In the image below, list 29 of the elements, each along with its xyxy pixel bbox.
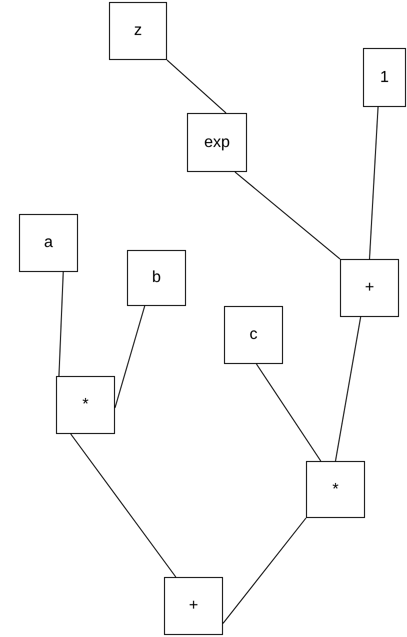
node-label: a [44,234,53,252]
node-label: + [364,279,374,297]
node-label: exp [204,134,230,152]
connector-line [256,364,322,462]
node-label: + [188,597,198,615]
node-label: 1 [380,68,389,86]
node-box [19,214,78,272]
node-label: * [332,480,339,498]
connector-line [70,434,176,578]
connector-line [222,518,306,624]
node-box [56,376,115,434]
node-box [164,577,223,635]
node-label: z [134,22,142,40]
node-label: * [82,396,89,414]
connector-line [166,60,226,114]
connector-line [114,306,146,408]
node-box [306,461,365,518]
node-box [224,306,283,364]
node-box [340,259,399,317]
node-label: b [152,269,161,287]
node-box [109,2,167,60]
connector-line [234,172,340,260]
node-box [127,250,186,306]
connector-line [335,316,362,462]
node-label: c [250,326,258,344]
node-box [187,113,247,172]
connector-line [58,272,64,376]
node-box [363,48,406,107]
connector-line [369,106,379,260]
